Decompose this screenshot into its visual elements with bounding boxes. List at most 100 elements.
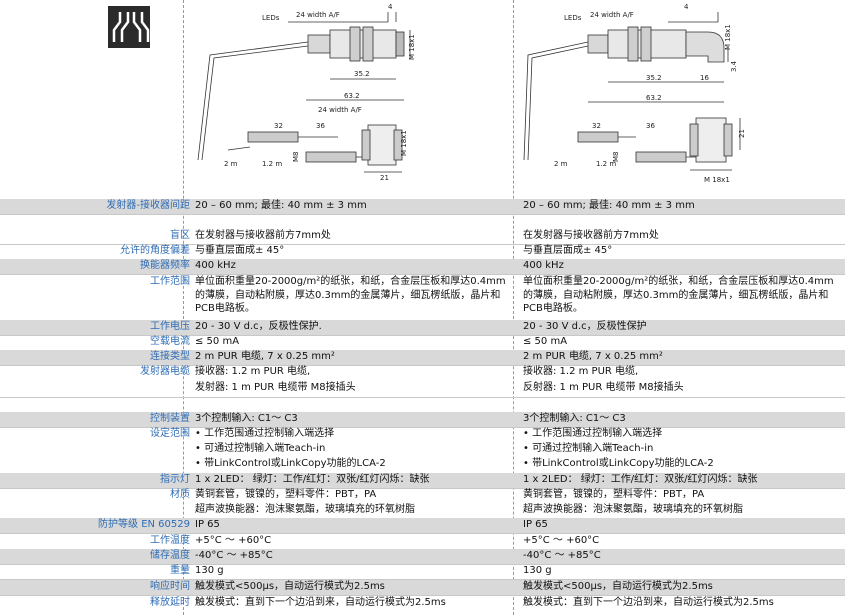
- row-value-left: 20 – 60 mm; 最佳: 40 mm ± 3 mm: [195, 200, 367, 211]
- table-row: 空载电流 ≤ 50 mA ≤ 50 mA: [0, 335, 845, 350]
- svg-text:2 m: 2 m: [554, 160, 568, 168]
- svg-text:63.2: 63.2: [646, 94, 662, 102]
- row-label: 发射器电缆: [140, 366, 190, 377]
- row-value-right: • 工作范围通过控制输入端选择: [523, 428, 663, 439]
- row-label: 响应时间: [150, 581, 190, 592]
- sensor-drawing-angled: LEDs 24 width A/F 4 M 18x1 3.4 35.2 16 6…: [523, 3, 746, 184]
- svg-text:36: 36: [646, 122, 655, 130]
- svg-text:21: 21: [738, 129, 746, 138]
- row-value-right: 黄铜套管，镀镍的，塑料零件：PBT，PA: [523, 489, 705, 500]
- row-value-right: 与垂直层面成± 45°: [523, 245, 613, 256]
- row-label: 空载电流: [150, 336, 190, 347]
- row-value-right: • 可通过控制输入端Teach-in: [523, 443, 654, 454]
- row-value-right: 接收器: 1.2 m PUR 电缆,: [523, 366, 639, 377]
- table-row: 盲区 在发射器与接收器前方7mm处 在发射器与接收器前方7mm处: [0, 229, 845, 244]
- row-value-left: • 可通过控制输入端Teach-in: [195, 443, 326, 454]
- row-value-left: 触发模式<500μs，自动运行模式为2.5ms: [195, 581, 385, 592]
- table-row: 换能器频率 400 kHz 400 kHz: [0, 259, 845, 274]
- table-row: 发射器电缆 接收器: 1.2 m PUR 电缆, 接收器: 1.2 m PUR …: [0, 365, 845, 397]
- column-divider-left: [183, 0, 184, 615]
- row-value-right: +5°C ～ +60°C: [523, 535, 600, 546]
- row-label: 换能器频率: [140, 260, 190, 271]
- row-value-left: -40°C ～ +85°C: [195, 550, 273, 561]
- row-label: 工作温度: [150, 535, 190, 546]
- row-value-left: • 带LinkControl或LinkCopy功能的LCA-2: [195, 458, 386, 469]
- svg-text:1.2 m: 1.2 m: [596, 160, 616, 168]
- row-value-right: 超声波换能器：泡沫聚氨酯，玻璃填充的环氧树脂: [523, 504, 743, 515]
- svg-text:36: 36: [316, 122, 325, 130]
- svg-text:M8: M8: [612, 152, 620, 163]
- svg-text:24 width A/F: 24 width A/F: [318, 106, 362, 114]
- svg-text:M 18x1: M 18x1: [408, 34, 416, 60]
- svg-text:4: 4: [684, 3, 689, 11]
- row-value-left: 触发模式：直到下一个边沿到来，自动运行模式为2.5ms: [195, 597, 446, 608]
- row-label: 设定范围: [150, 428, 190, 439]
- sensor-drawing-straight: LEDs 24 width A/F 4 M 18x1 35.2 63.2 24 …: [197, 3, 416, 182]
- svg-text:LEDs: LEDs: [262, 14, 280, 22]
- row-value-right: 1 x 2LED： 绿灯：工作/红灯：双张/红灯闪烁：缺张: [523, 474, 758, 485]
- row-value-right: 20 - 30 V d.c，反极性保护: [523, 321, 647, 332]
- row-label: 储存温度: [150, 550, 190, 561]
- svg-text:M 18x1: M 18x1: [704, 176, 730, 184]
- row-value-right: 在发射器与接收器前方7mm处: [523, 230, 659, 241]
- row-value-left: 130 g: [195, 565, 224, 576]
- row-value-left: 发射器: 1 m PUR 电缆带 M8接插头: [195, 382, 356, 393]
- row-value-right: 2 m PUR 电缆, 7 x 0.25 mm²: [523, 351, 663, 362]
- row-label: 允许的角度偏差: [120, 245, 190, 256]
- table-row: 材质 黄铜套管，镀镍的，塑料零件：PBT，PA 黄铜套管，镀镍的，塑料零件：PB…: [0, 488, 845, 518]
- svg-text:16: 16: [700, 74, 709, 82]
- table-row: 控制装置 3个控制输入: C1～ C3 3个控制输入: C1～ C3: [0, 412, 845, 427]
- row-label: 重量: [170, 565, 190, 576]
- table-row: 工作温度 +5°C ～ +60°C +5°C ～ +60°C: [0, 534, 845, 549]
- row-value-right: 反射器: 1 m PUR 电缆带 M8接插头: [523, 382, 684, 393]
- svg-text:1.2 m: 1.2 m: [262, 160, 282, 168]
- row-value-left: 黄铜套管，镀镍的，塑料零件：PBT，PA: [195, 489, 377, 500]
- row-value-left: 1 x 2LED： 绿灯：工作/红灯：双张/红灯闪烁：缺张: [195, 474, 430, 485]
- table-row: 发射器-接收器间距 20 – 60 mm; 最佳: 40 mm ± 3 mm 2…: [0, 199, 845, 214]
- row-label: 释放延时: [150, 597, 190, 608]
- row-value-left: 2 m PUR 电缆, 7 x 0.25 mm²: [195, 351, 335, 362]
- row-label: 发射器-接收器间距: [106, 200, 190, 211]
- table-row: 释放延时 触发模式：直到下一个边沿到来，自动运行模式为2.5ms 触发模式：直到…: [0, 596, 845, 611]
- row-value-left: ≤ 50 mA: [195, 336, 240, 347]
- row-value-left: 超声波换能器：泡沫聚氨酯，玻璃填充的环氧树脂: [195, 504, 415, 515]
- row-value-left: 在发射器与接收器前方7mm处: [195, 230, 331, 241]
- row-value-right: • 带LinkControl或LinkCopy功能的LCA-2: [523, 458, 714, 469]
- table-row: 响应时间 触发模式<500μs，自动运行模式为2.5ms 触发模式<500μs，…: [0, 580, 845, 595]
- svg-text:32: 32: [274, 122, 283, 130]
- row-value-left: +5°C ～ +60°C: [195, 535, 272, 546]
- row-label: 工作范围: [150, 276, 190, 287]
- svg-text:35.2: 35.2: [354, 70, 370, 78]
- row-label: 工作电压: [150, 321, 190, 332]
- svg-text:21: 21: [380, 174, 389, 182]
- svg-text:32: 32: [592, 122, 601, 130]
- row-value-right: 400 kHz: [523, 260, 564, 271]
- svg-text:M 18x1: M 18x1: [724, 24, 732, 50]
- row-value-right: 130 g: [523, 565, 552, 576]
- row-value-left: 20 - 30 V d.c，反极性保护.: [195, 321, 322, 332]
- row-value-left: 接收器: 1.2 m PUR 电缆,: [195, 366, 311, 377]
- row-label: 材质: [170, 489, 190, 500]
- row-value-left: 400 kHz: [195, 260, 236, 271]
- row-value-left: IP 65: [195, 519, 220, 530]
- svg-text:M 18x1: M 18x1: [400, 130, 408, 156]
- svg-text:35.2: 35.2: [646, 74, 662, 82]
- svg-text:24 width A/F: 24 width A/F: [590, 11, 634, 19]
- row-value-right: IP 65: [523, 519, 548, 530]
- row-value-left: 3个控制输入: C1～ C3: [195, 413, 298, 424]
- svg-text:4: 4: [388, 3, 393, 11]
- row-label: 连接类型: [150, 351, 190, 362]
- row-label: 盲区: [170, 230, 190, 241]
- table-row: 指示灯 1 x 2LED： 绿灯：工作/红灯：双张/红灯闪烁：缺张 1 x 2L…: [0, 473, 845, 488]
- table-row: 储存温度 -40°C ～ +85°C -40°C ～ +85°C: [0, 549, 845, 564]
- table-row: 工作范围 单位面积重量20-2000g/m²的纸张，和纸，合金层压板和厚达0.4…: [0, 274, 845, 320]
- row-label: 防护等级 EN 60529: [98, 519, 190, 530]
- svg-text:3.4: 3.4: [730, 60, 738, 72]
- row-value-right: 单位面积重量20-2000g/m²的纸张，和纸，合金层压板和厚达0.4mm的薄膜…: [523, 276, 834, 314]
- row-value-right: 触发模式<500μs，自动运行模式为2.5ms: [523, 581, 713, 592]
- row-value-right: ≤ 50 mA: [523, 336, 568, 347]
- row-value-right: 20 – 60 mm; 最佳: 40 mm ± 3 mm: [523, 200, 695, 211]
- table-row: 重量 130 g 130 g: [0, 564, 845, 579]
- row-value-left: 与垂直层面成± 45°: [195, 245, 285, 256]
- row-value-right: 触发模式：直到下一个边沿到来，自动运行模式为2.5ms: [523, 597, 774, 608]
